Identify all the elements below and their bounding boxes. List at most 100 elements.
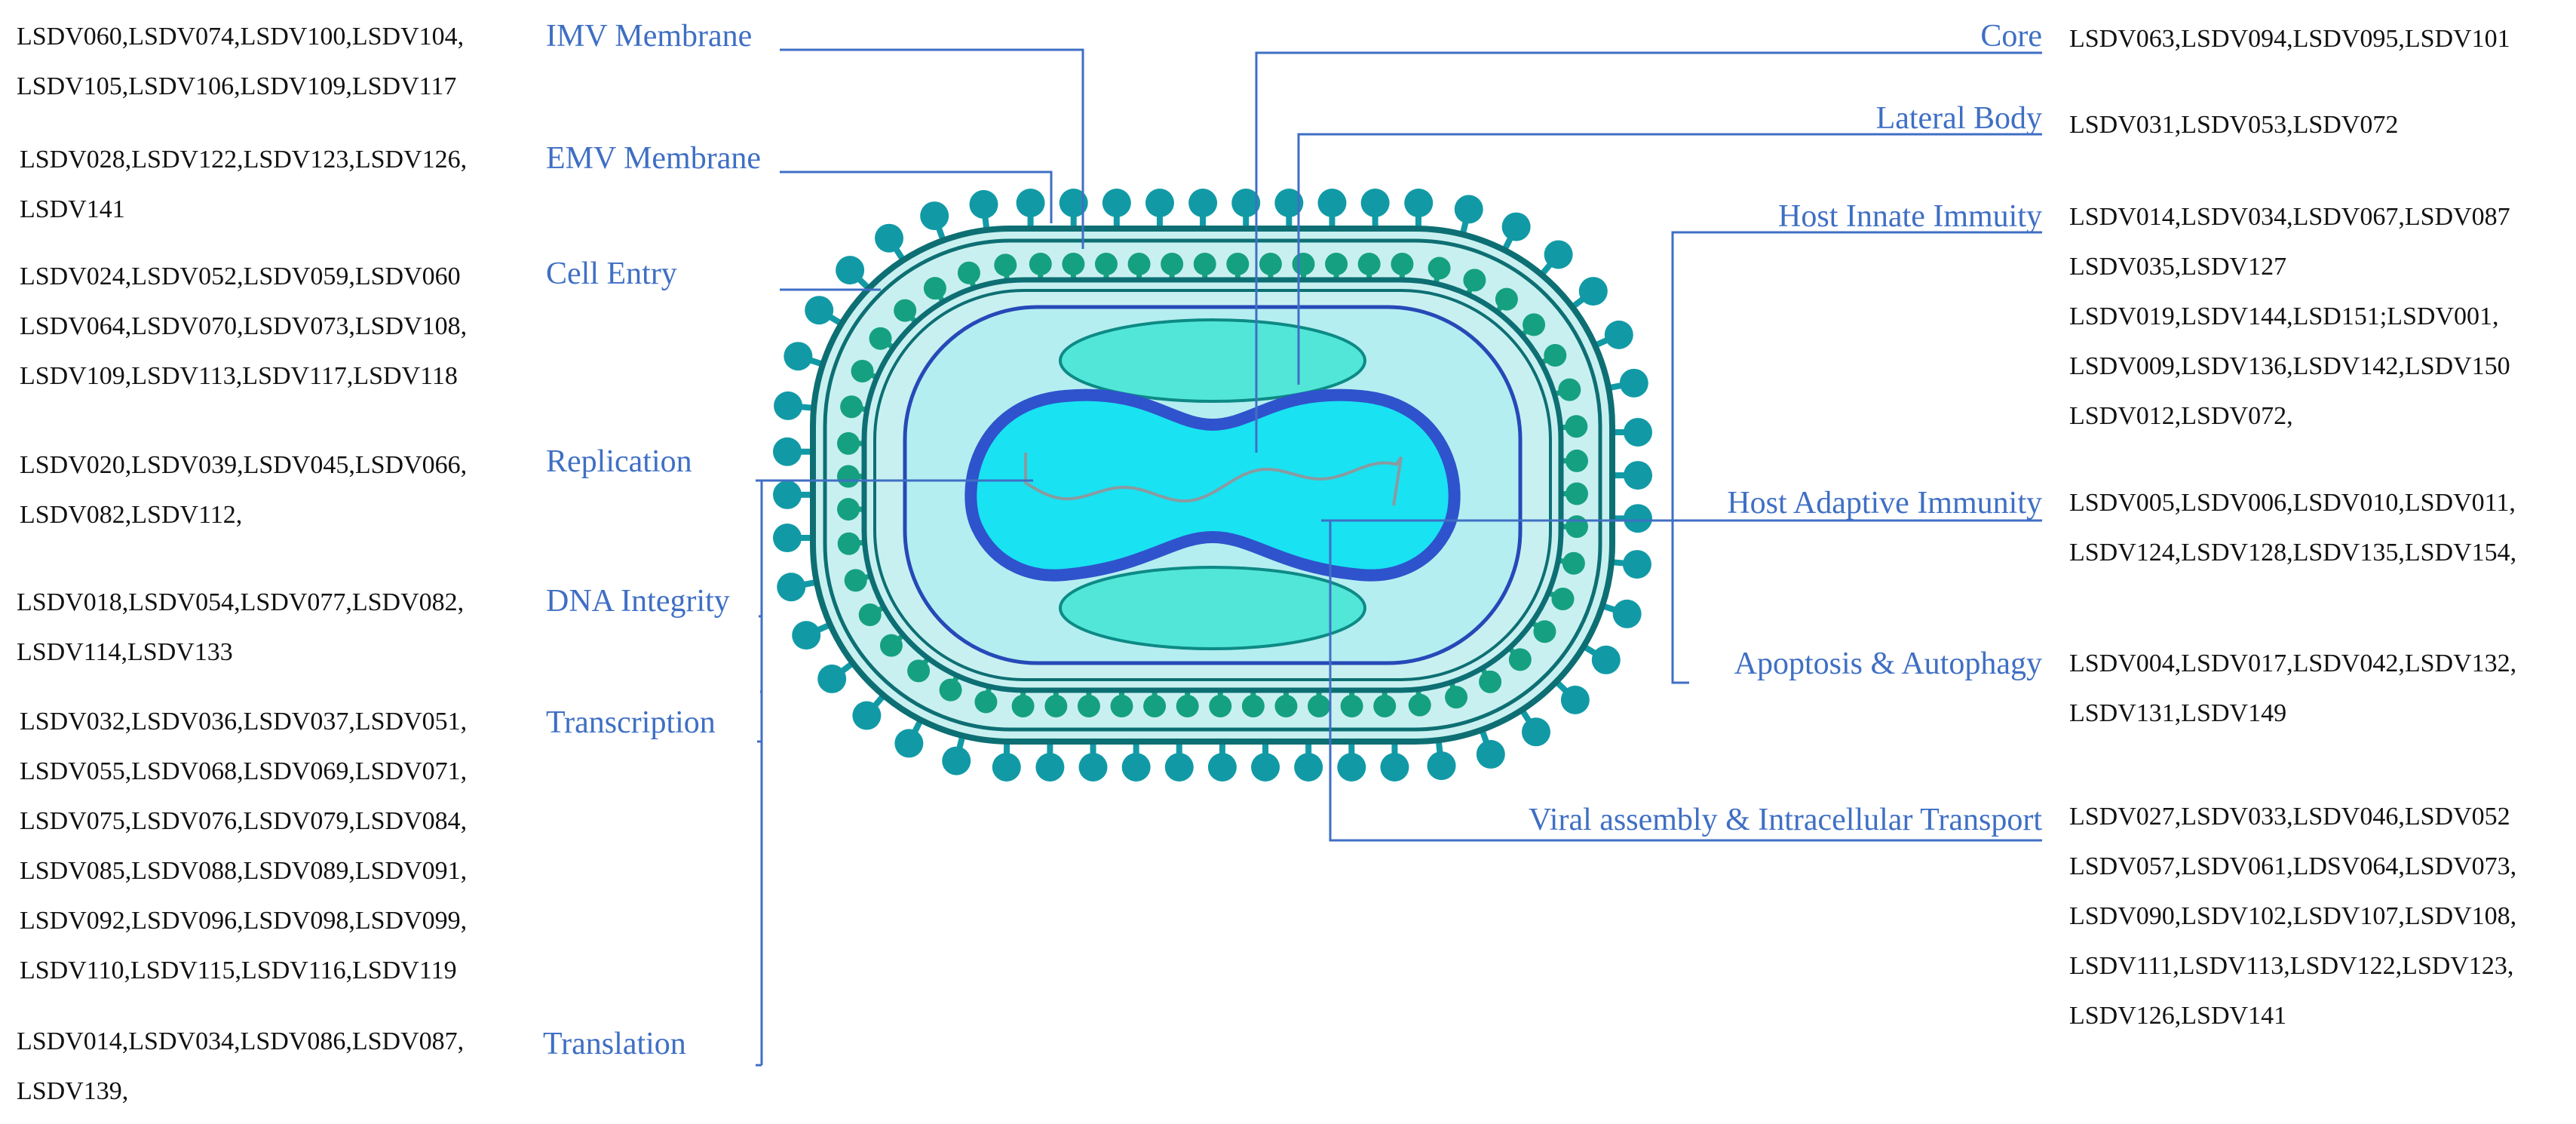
lateral-body-bottom — [1059, 566, 1366, 650]
spike-head — [1188, 189, 1218, 217]
label-core: Core — [1980, 19, 2042, 54]
inner-spike-head — [1176, 695, 1199, 717]
spike-head — [1624, 504, 1652, 533]
inner-spike-head — [1408, 693, 1431, 717]
spike-head — [1207, 753, 1237, 782]
inner-spike-head — [1029, 253, 1052, 275]
spike-head — [1294, 753, 1323, 782]
inner-spike-head — [837, 498, 860, 521]
inner-spike-head — [1566, 482, 1588, 505]
label-apoptosis-autophagy: Apoptosis & Autophagy — [1734, 646, 2042, 681]
gene-line: LSDV109,LSDV113,LSDV117,LSDV118 — [20, 362, 458, 390]
gene-list-host-adaptive-immunity: LSDV005,LSDV006,LSDV010,LSDV011, LSDV124… — [2069, 478, 2516, 578]
spike-head — [942, 746, 971, 775]
gene-line: LSDV057,LSDV061,LDSV064,LSDV073, — [2069, 852, 2517, 880]
inner-spike-head — [939, 678, 962, 702]
leader-line — [1255, 51, 2042, 453]
inner-spike-head — [1226, 253, 1250, 275]
inner-spike-head — [1428, 256, 1451, 280]
spike-head — [1454, 195, 1483, 224]
inner-spike-head — [837, 465, 860, 488]
spike-head — [1544, 240, 1573, 269]
inner-spike-head — [1209, 695, 1232, 717]
gene-line: LSDV032,LSDV036,LSDV037,LSDV051, — [20, 708, 468, 736]
spike-head — [1380, 753, 1409, 782]
inner-spike-head — [837, 532, 860, 555]
inner-spike-head — [1373, 695, 1397, 717]
inner-spike-head — [1094, 253, 1118, 275]
inner-spike-head — [1241, 695, 1265, 717]
gene-line: LSDV060,LSDV074,LSDV100,LSDV104, — [17, 23, 465, 51]
label-dna-integrity: DNA Integrity — [546, 584, 730, 619]
label-emv-membrane: EMV Membrane — [546, 141, 761, 176]
gene-line: LSDV131,LSDV149 — [2069, 699, 2287, 727]
spike-head — [836, 256, 865, 285]
gene-line: LSDV111,LSDV113,LSDV122,LSDV123, — [2069, 952, 2514, 980]
inner-spike-head — [879, 634, 903, 657]
outer-membrane-inner-line — [823, 238, 1602, 732]
gene-line: LSDV031,LSDV053,LSDV072 — [2069, 111, 2399, 139]
spike-head — [1427, 751, 1456, 781]
gene-list-lateral-body: LSDV031,LSDV053,LSDV072 — [2069, 100, 2398, 150]
label-transcription: Transcription — [546, 705, 716, 740]
gene-line: LSDV014,LSDV034,LSDV086,LSDV087, — [17, 1027, 465, 1055]
spike-head — [920, 201, 949, 231]
spike-head — [1604, 320, 1633, 349]
spike-head — [1501, 212, 1531, 241]
gene-line: LSDV110,LSDV115,LSDV116,LSDV119 — [20, 957, 457, 984]
gene-list-translation: LSDV014,LSDV034,LSDV086,LSDV087, LSDV139… — [17, 1017, 464, 1116]
inner-spike-head — [1463, 269, 1486, 292]
inner-spike-head — [1044, 695, 1068, 717]
gene-list-transcription: LSDV032,LSDV036,LSDV037,LSDV051, LSDV055… — [20, 697, 467, 996]
label-cell-entry: Cell Entry — [546, 256, 677, 291]
spike-head — [1624, 461, 1652, 490]
inner-spike-head — [1127, 253, 1151, 275]
leader-line — [1671, 231, 2042, 684]
inner-spike-head — [837, 431, 860, 455]
label-lateral-body: Lateral Body — [1875, 101, 2042, 136]
spike-head — [1619, 368, 1648, 398]
inner-spike-head — [869, 327, 892, 350]
inner-spike-head — [1143, 695, 1167, 717]
inner-spike-head — [1508, 648, 1532, 671]
spike-head — [1476, 739, 1505, 769]
leader-line — [780, 48, 1084, 249]
inner-spike-head — [1274, 695, 1298, 717]
spike-head — [777, 573, 806, 602]
inner-spike-head — [1340, 695, 1363, 717]
gene-line: LSDV027,LSDV033,LSDV046,LSDV052 — [2069, 803, 2510, 831]
spike-head — [1016, 189, 1045, 217]
gene-line: LSDV019,LSDV144,LSD151;LSDV001, — [2069, 302, 2499, 330]
inner-spike-head — [1292, 253, 1315, 275]
inner-spike-head — [974, 690, 998, 714]
spike-head — [1521, 717, 1550, 747]
label-translation: Translation — [543, 1027, 686, 1061]
inner-spike-head — [1495, 287, 1518, 311]
spike-head — [773, 437, 802, 466]
gene-line: LSDV126,LSDV141 — [2069, 1002, 2287, 1030]
gene-line: LSDV064,LSDV070,LSDV073,LSDV108, — [20, 312, 468, 340]
lateral-body-top — [1059, 318, 1366, 403]
spike-head — [1251, 753, 1280, 782]
inner-spike-head — [1533, 620, 1556, 643]
label-imv-membrane: IMV Membrane — [546, 19, 753, 54]
gene-line: LSDV009,LSDV136,LSDV142,LSDV150 — [2069, 352, 2510, 380]
gene-list-imv-membrane: LSDV060,LSDV074,LSDV100,LSDV104, LSDV105… — [17, 12, 464, 112]
spike-head — [852, 701, 882, 730]
spike-head — [969, 189, 998, 219]
spike-head — [792, 621, 821, 650]
inner-spike-head — [844, 569, 867, 592]
inner-spike-head — [907, 659, 931, 683]
gene-line: LSDV082,LSDV112, — [20, 501, 243, 529]
inner-spike-head — [1566, 449, 1588, 472]
inner-spike-head — [1445, 686, 1468, 709]
gene-list-core: LSDV063,LSDV094,LSDV095,LSDV101 — [2069, 14, 2510, 64]
leader-line — [780, 170, 1053, 223]
dna-genome — [1024, 453, 1403, 506]
spike-head — [1404, 189, 1434, 218]
spike-head — [875, 223, 904, 253]
gene-line: LSDV075,LSDV076,LSDV079,LSDV084, — [20, 807, 468, 835]
gene-line: LSDV141 — [20, 195, 125, 223]
inner-spike-head — [1523, 313, 1546, 336]
